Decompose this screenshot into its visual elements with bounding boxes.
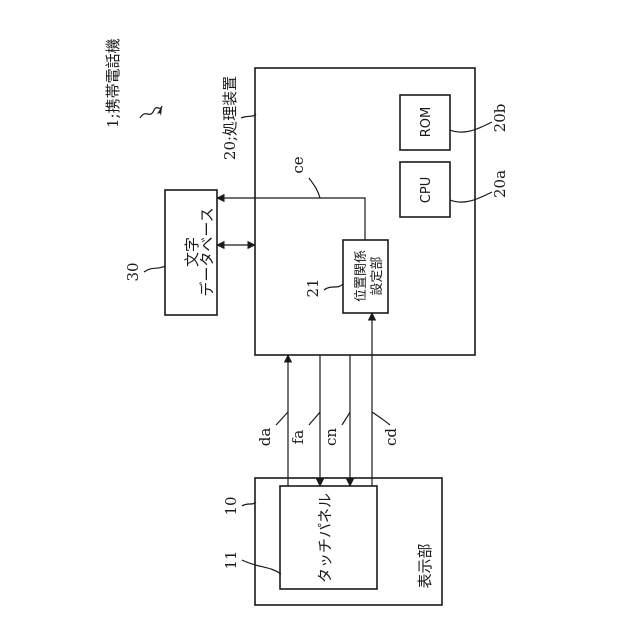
rom-label: ROM [419,107,434,137]
char-db-ref-label: 30 [124,262,142,281]
signal-ce-leader [309,178,320,198]
cpu-label: CPU [419,177,434,203]
processing-unit-leader [241,114,256,118]
signal-fa-group: fa [289,355,320,486]
touch-panel-block: タッチパネル 11 [222,486,377,589]
rom-block: ROM 20b [400,95,509,150]
rom-ref-label: 20b [491,104,509,133]
touch-panel-leader [242,560,281,574]
cpu-leader [450,192,492,202]
signal-ce-group: ce [217,156,365,240]
signal-da-label: da [256,428,274,447]
pos-setting-label-line2: 設定部 [369,256,385,295]
signal-cd-label: cd [382,428,400,446]
signal-cd-group: cd [372,313,400,486]
pos-setting-block: 位置関係 設定部 21 [304,240,388,313]
touch-panel-ref-label: 11 [222,550,240,569]
signal-fa-label: fa [289,430,307,445]
signal-da-leader [276,412,288,425]
pos-setting-label-line1: 位置関係 [354,250,369,302]
signal-ce-line [217,198,365,240]
char-db-block: 文字 データベース 30 [124,190,217,315]
signal-fa-leader [309,412,320,425]
cpu-ref-label: 20a [491,170,509,198]
pos-setting-leader [324,284,343,290]
display-leader [242,502,256,506]
pos-setting-ref-label: 21 [304,278,322,297]
signal-cn-label: cn [322,428,340,446]
cpu-block: CPU 20a [400,162,509,217]
touch-panel-label: タッチパネル [316,493,334,583]
display-box [255,478,442,605]
signal-da-group: da [256,355,288,486]
char-db-leader [144,266,165,272]
signal-cn-leader [342,412,350,425]
display-ref-label: 10 [222,496,240,515]
processing-unit-block: 20;処理装置 [221,68,475,355]
device-label: 1;携帯電話機 [104,38,122,128]
signal-ce-label: ce [289,156,307,173]
signal-cd-leader [372,412,390,425]
rom-leader [450,122,492,132]
display-label: 表示部 [416,543,434,588]
processing-unit-label: 20;処理装置 [221,76,239,160]
device-label-group: 1;携帯電話機 [104,38,162,128]
char-db-label-line2: データベース [198,207,216,296]
signal-cn-group: cn [322,355,350,486]
